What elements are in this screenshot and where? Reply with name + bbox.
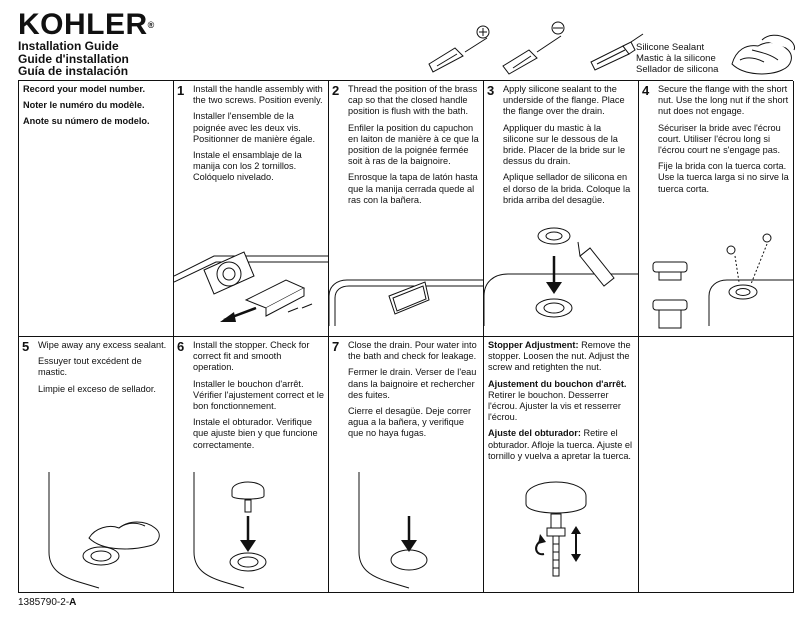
wipe-sealant-illustration (48, 472, 160, 589)
adjustment-text: Stopper Adjustment: Remove the stopper. … (488, 340, 633, 461)
tools-illustration (428, 21, 644, 75)
cell-step-4: 4 Secure the flange with the short nut. … (639, 81, 794, 337)
cell-record-model: Record your model number. Noter le numér… (19, 81, 174, 337)
step-text: Wipe away any excess sealant. Essuyer to… (38, 340, 167, 394)
step-text: Thread the position of the brass cap so … (348, 84, 479, 205)
cell-step-2: 2 Thread the position of the brass cap s… (329, 81, 484, 337)
step-text: Secure the flange with the short nut. Us… (658, 84, 789, 194)
title-es: Guía de instalación (18, 64, 129, 78)
cell-stopper-adjustment: Stopper Adjustment: Remove the stopper. … (484, 337, 639, 593)
install-stopper-illustration (193, 472, 267, 589)
secure-flange-illustration (652, 233, 793, 329)
instruction-grid: Record your model number. Noter le numér… (18, 80, 794, 593)
step-number: 4 (642, 83, 650, 98)
cell-step-7: 7 Close the drain. Pour water into the b… (329, 337, 484, 593)
step-number: 7 (332, 339, 340, 354)
step-text: Install the handle assembly with the two… (193, 84, 323, 183)
close-drain-illustration (358, 472, 428, 589)
step-number: 2 (332, 83, 340, 98)
step-number: 5 (22, 339, 30, 354)
step-number: 6 (177, 339, 185, 354)
flat-screwdriver-icon (502, 21, 565, 75)
cell-step-1: 1 Install the handle assembly with the t… (174, 81, 329, 337)
document-number: 1385790-2-A (18, 597, 77, 608)
guide-titles: Installation Guide Guide d'installation … (18, 40, 129, 78)
cell-step-3: 3 Apply silicone sealant to the undersid… (484, 81, 639, 337)
step-number: 1 (177, 83, 185, 98)
title-en: Installation Guide (18, 39, 119, 53)
step-number: 3 (487, 83, 495, 98)
record-model-text: Record your model number. Noter le numér… (23, 84, 150, 127)
step-text: Close the drain. Pour water into the bat… (348, 340, 477, 439)
rag-hand-icon (731, 34, 795, 75)
brass-cap-illustration (329, 279, 483, 326)
kohler-logo: KOHLER® (18, 8, 155, 41)
sealant-flange-illustration (484, 227, 638, 326)
step-text: Apply silicone sealant to the underside … (503, 84, 631, 205)
step-text: Install the stopper. Check for correct f… (193, 340, 324, 450)
phillips-screwdriver-icon (428, 25, 490, 73)
cell-empty (639, 337, 794, 593)
stopper-adjustment-illustration (525, 481, 587, 577)
page-header: KOHLER® Installation Guide Guide d'insta… (0, 0, 808, 80)
sealant-label: Silicone Sealant Mastic à la silicone Se… (636, 42, 719, 75)
sealant-tube-icon (590, 33, 644, 71)
handle-install-illustration (174, 251, 328, 322)
cell-step-5: 5 Wipe away any excess sealant. Essuyer … (19, 337, 174, 593)
cell-step-6: 6 Install the stopper. Check for correct… (174, 337, 329, 593)
title-fr: Guide d'installation (18, 51, 129, 66)
